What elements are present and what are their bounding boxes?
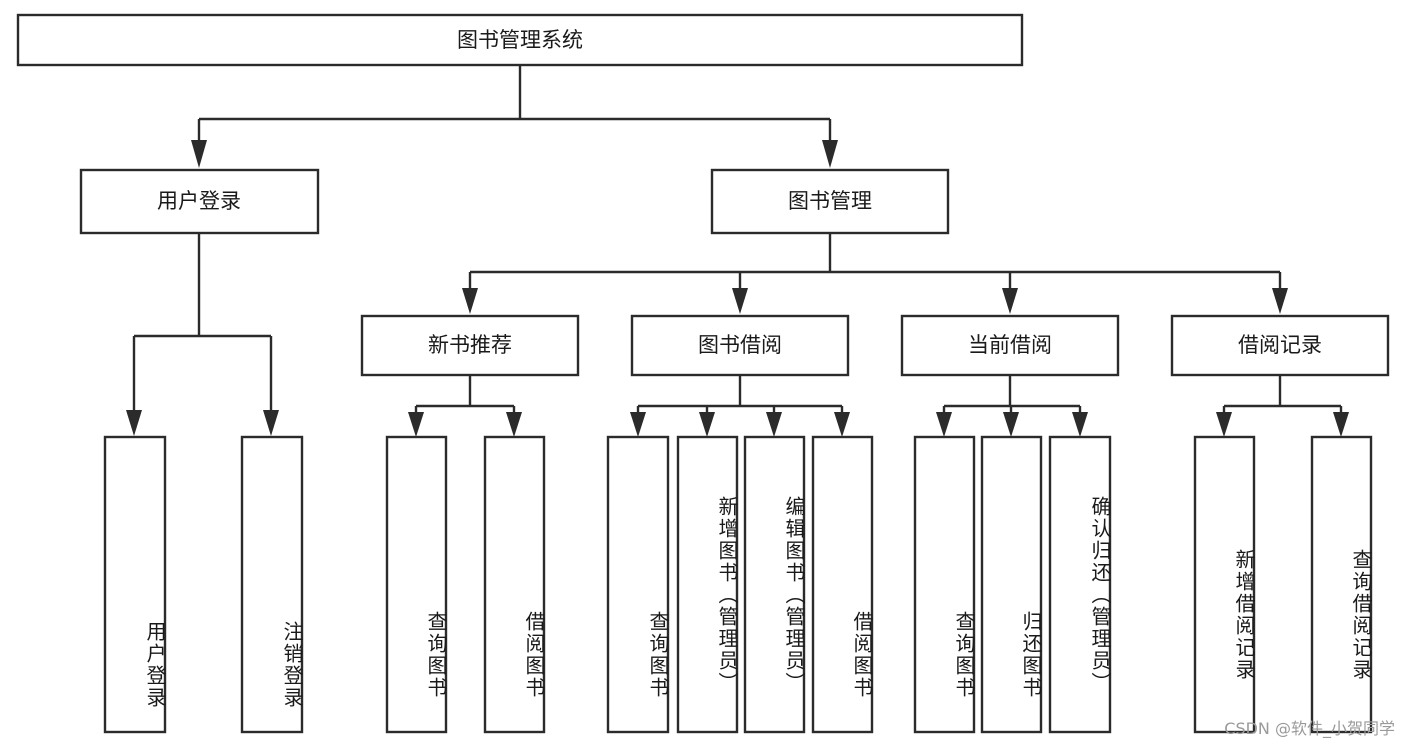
arrow-head-leaf-borrow-book-2 <box>834 412 850 437</box>
node-leaf-user-login[interactable] <box>103 435 167 734</box>
connectors-current-borrow-to-leaves <box>936 375 1088 437</box>
node-borrow-record-label: 借阅记录 <box>1238 333 1322 357</box>
node-new-book-rec-label: 新书推荐 <box>428 333 512 357</box>
arrow-head-book-manage <box>822 140 838 168</box>
csdn-watermark: CSDN @软件_小贺同学 <box>1224 719 1395 738</box>
node-leaf-query-book-3[interactable] <box>913 435 976 734</box>
node-book-manage[interactable] <box>710 168 950 235</box>
node-leaf-logout-login[interactable] <box>240 435 304 734</box>
arrow-head-leaf-borrow-book-1 <box>506 412 522 437</box>
arrow-head-leaf-query-book-1 <box>408 412 424 437</box>
node-leaf-borrow-book-1[interactable] <box>483 435 546 734</box>
node-new-book-rec[interactable] <box>360 314 580 377</box>
arrow-head-leaf-add-record <box>1216 412 1232 437</box>
arrow-head-book-borrow <box>732 288 748 314</box>
node-root-label: 图书管理系统 <box>457 28 583 52</box>
node-current-borrow[interactable] <box>900 314 1120 377</box>
connectors-book-borrow-to-leaves <box>630 375 850 437</box>
arrow-head-leaf-query-record <box>1333 412 1349 437</box>
node-borrow-record[interactable] <box>1170 314 1390 377</box>
node-leaf-return-book[interactable] <box>980 435 1043 734</box>
node-book-borrow[interactable] <box>630 314 850 377</box>
arrow-head-leaf-return-book <box>1003 412 1019 437</box>
node-leaf-add-record[interactable] <box>1193 435 1256 734</box>
arrow-head-new-book-rec <box>462 288 478 314</box>
node-leaf-add-book[interactable] <box>676 435 739 734</box>
arrow-head-leaf-edit-book <box>766 412 782 437</box>
node-user-login[interactable] <box>79 168 320 235</box>
arrow-head-leaf-user-login <box>126 410 142 436</box>
node-leaf-query-book-2[interactable] <box>606 435 670 734</box>
arrow-head-leaf-query-book-3 <box>936 412 952 437</box>
node-current-borrow-label: 当前借阅 <box>968 333 1052 357</box>
connectors-book-manage-to-level3 <box>462 233 1288 314</box>
node-root[interactable] <box>16 13 1024 67</box>
connectors-new-book-rec-to-leaves <box>408 375 522 437</box>
node-leaf-confirm-return[interactable] <box>1048 435 1112 734</box>
connectors-user-login-to-leaves <box>126 233 279 436</box>
node-book-manage-label: 图书管理 <box>788 189 872 213</box>
arrow-head-leaf-logout-login <box>263 410 279 436</box>
connectors-borrow-record-to-leaves <box>1216 375 1349 437</box>
node-leaf-edit-book[interactable] <box>743 435 806 734</box>
connectors-root-to-level2 <box>191 65 838 168</box>
arrow-head-borrow-record <box>1272 288 1288 314</box>
arrow-head-user-login <box>191 140 207 168</box>
arrow-head-leaf-add-book <box>699 412 715 437</box>
arrow-head-current-borrow <box>1002 288 1018 314</box>
arrow-head-leaf-confirm-return <box>1072 412 1088 437</box>
node-user-login-label: 用户登录 <box>157 189 241 213</box>
node-leaf-borrow-book-2[interactable] <box>811 435 874 734</box>
arrow-head-leaf-query-book-2 <box>630 412 646 437</box>
node-book-borrow-label: 图书借阅 <box>698 333 782 357</box>
node-leaf-query-book-1[interactable] <box>385 435 448 734</box>
node-leaf-query-record[interactable] <box>1310 435 1373 734</box>
